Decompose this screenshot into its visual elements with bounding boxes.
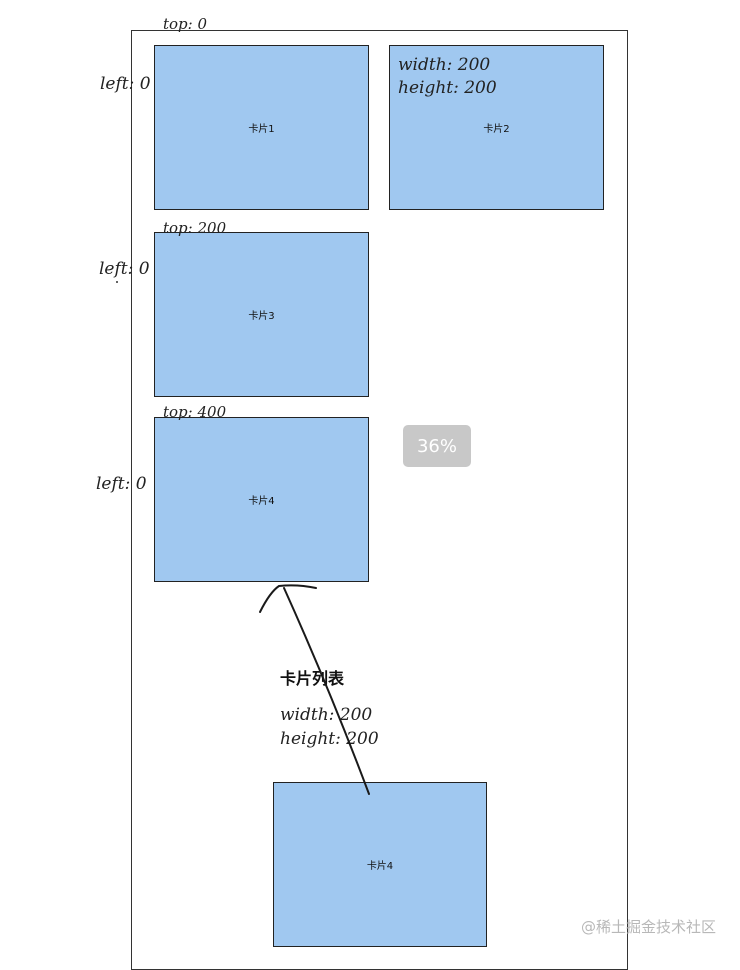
- card-label: 卡片4: [366, 861, 394, 872]
- left-0-annotation-row1: left: 0: [100, 74, 151, 94]
- watermark-text: @稀土掘金技术社区: [580, 918, 716, 936]
- list-height-annotation: height: 200: [280, 729, 379, 749]
- card-1: 卡片1: [154, 45, 369, 210]
- card-label: 卡片1: [248, 124, 275, 135]
- card-label: 卡片3: [248, 311, 275, 322]
- list-width-annotation: width: 200: [280, 705, 373, 725]
- arrow-shaft: [283, 587, 370, 795]
- left-0-annotation-row2: left: 0: [99, 259, 150, 279]
- card-2: 卡片2: [389, 45, 604, 210]
- card2-height-annotation: height: 200: [398, 78, 497, 98]
- card2-width-annotation: width: 200: [398, 55, 491, 75]
- progress-badge: 36%: [403, 425, 471, 467]
- card-4-dragged: 卡片4: [273, 782, 487, 947]
- card-list-title: 卡片列表: [280, 669, 345, 688]
- top-200-annotation: top: 200: [163, 219, 227, 237]
- arrow-head: [259, 584, 317, 613]
- card-4: 卡片4: [154, 417, 369, 582]
- card-label: 卡片4: [248, 496, 275, 507]
- left-0-annotation-row3: left: 0: [96, 474, 147, 494]
- card-3: 卡片3: [154, 232, 369, 397]
- card-label: 卡片2: [483, 124, 510, 135]
- ink-dot: [116, 281, 118, 283]
- top-400-annotation: top: 400: [163, 403, 227, 421]
- top-0-annotation: top: 0: [163, 15, 208, 33]
